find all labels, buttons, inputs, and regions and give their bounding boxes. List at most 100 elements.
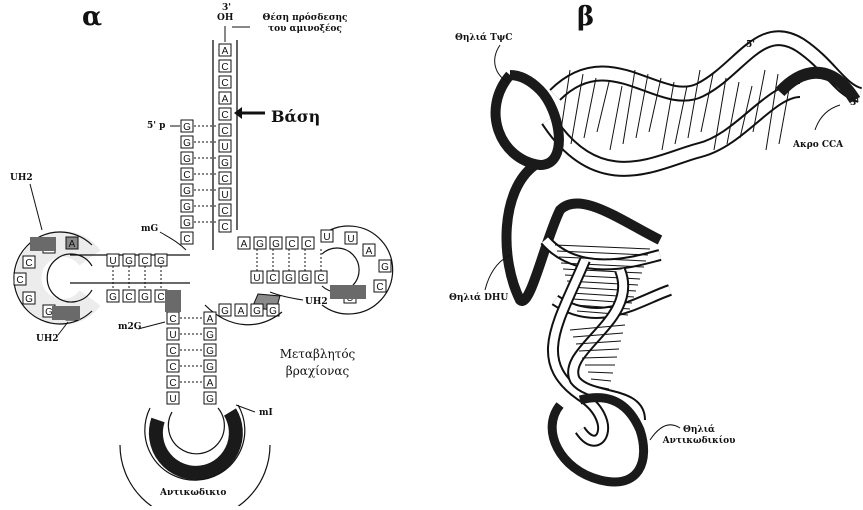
t-stem-top-base-4: C [304, 239, 311, 250]
anticodon-stem-right-base-0: A [207, 314, 214, 325]
d-stem-top-base-0: U [109, 256, 116, 267]
oh-label: OH [217, 13, 233, 24]
acceptor-5p-base-3: C [183, 170, 190, 181]
anticodon-stem-left-base-3: C [169, 362, 176, 373]
anticodon-stem-left-base-4: C [169, 378, 176, 389]
acceptor-5p-base-5: G [183, 202, 191, 213]
anticodon-stem-right-base-3: G [206, 362, 214, 373]
uh2-top-pointer [30, 184, 42, 230]
cca-pointer [815, 105, 840, 130]
d-loop-base-5: G [45, 307, 53, 318]
t-stem-bottom-base-3: G [301, 273, 309, 284]
variable-loop-base-3: G [269, 306, 277, 317]
t-loop-grey [330, 285, 366, 299]
mi-pointer [236, 405, 255, 412]
acceptor-3p-base-3: A [222, 94, 229, 105]
panel-a-label: α [82, 2, 102, 32]
b-three-prime-label: 3' [850, 98, 859, 109]
t-loop-base-4: C [376, 282, 383, 293]
helix-rung-2 [584, 78, 596, 138]
variable-loop-base-1: A [238, 306, 245, 317]
d-stem-top-base-2: C [141, 256, 148, 267]
anticodon-stem-left-base-1: U [169, 330, 176, 341]
dhu-loop-label: Θηλιά DHU [449, 293, 508, 304]
t-loop-label: Θηλιά TψC [455, 33, 512, 44]
m2g-label: m2G [118, 322, 141, 333]
acceptor-3p-base-7: G [221, 158, 229, 169]
anticodon-loop-inner [168, 408, 224, 454]
d-stem-bottom-base-1: C [125, 292, 132, 303]
t-stem-top-base-1: G [256, 239, 264, 250]
d-loop-base-4: G [25, 294, 33, 305]
amino-acid-site-label: Θέση πρόσδεσης του αμινοξέος [250, 13, 360, 35]
m2g-grey [165, 290, 181, 312]
uh2-right-label: UH2 [305, 297, 328, 308]
d-stem-bottom-base-3: C [157, 292, 164, 303]
anticodon-stem-right-base-4: A [207, 378, 214, 389]
d-loop-grey-bottom [52, 306, 80, 320]
acceptor-5p-base-7: C [183, 234, 190, 245]
mi-label: mI [259, 408, 273, 419]
t-stem-bottom-base-1: C [269, 273, 276, 284]
anticodon-stem-right-base-1: G [206, 330, 214, 341]
acceptor-3p-base-1: C [221, 62, 228, 73]
acceptor-3p-base-0: A [222, 46, 229, 57]
acceptor-3p-base-8: C [221, 174, 228, 185]
d-stem-bottom-base-0: G [109, 292, 117, 303]
lower-rung-0 [555, 245, 650, 249]
acceptor-5p-base-2: G [183, 154, 191, 165]
anticodon-stem-left-base-5: U [169, 394, 176, 405]
helix-rung-4 [610, 86, 622, 150]
panel-b-label: β [577, 2, 594, 32]
helix-rung-3 [597, 82, 609, 132]
acceptor-3p-base-9: U [221, 190, 228, 201]
t-stem-bottom-base-4: C [317, 273, 324, 284]
acceptor-3p-base-4: C [221, 110, 228, 121]
d-loop-band [29, 244, 90, 312]
d-loop-grey-top [30, 237, 56, 251]
t-loop-base-1: U [347, 234, 354, 245]
uh2-top-label: UH2 [10, 173, 33, 184]
anticodon-loop-label: Θηλιά Αντικωδικίου [654, 425, 744, 447]
anticodon-rung-7 [591, 379, 611, 381]
t-loop-base-0: U [323, 232, 330, 243]
anticodon-stem-left-base-0: C [169, 314, 176, 325]
d-loop-base-2: C [25, 258, 32, 269]
amino-site-line-2: του αμινοξέος [250, 24, 360, 35]
acceptor-3p-base-10: C [221, 206, 228, 217]
t-loop-base-2: A [366, 246, 373, 257]
uh2-bottom-label: UH2 [36, 334, 59, 345]
variable-arm-line-2: βραχίονας [265, 363, 370, 380]
d-stem-top-base-3: G [157, 256, 165, 267]
dhu-loop-shape [506, 165, 660, 301]
acceptor-3p-base-5: C [221, 126, 228, 137]
acceptor-3p-base-2: C [221, 78, 228, 89]
acceptor-5p-base-1: G [183, 138, 191, 149]
acceptor-5p-base-0: G [183, 122, 191, 133]
anticodon-stem-right-base-5: G [206, 394, 214, 405]
acceptor-5p-base-6: G [183, 218, 191, 229]
amino-site-line-1: Θέση πρόσδεσης [250, 13, 360, 24]
variable-loop-base-2: G [253, 306, 261, 317]
anticodon-label: Αντικωδικιο [160, 488, 226, 499]
variable-arm-label: Μεταβλητός βραχίονας [265, 346, 370, 380]
variable-loop-base-0: G [221, 306, 229, 317]
anticodon-loop-line-2: Αντικωδικίου [654, 436, 744, 447]
base-arrowhead [234, 107, 242, 119]
helix-rung-10 [688, 70, 700, 138]
t-stem-top-base-3: C [288, 239, 295, 250]
t-stem-bottom-base-2: G [285, 273, 293, 284]
anticodon-rung-4 [582, 357, 617, 358]
mg-label: mG [141, 224, 158, 235]
t-loop-base-3: G [381, 262, 389, 273]
anticodon-stem-right-base-2: G [206, 346, 214, 357]
anticodon-stem-left-base-2: C [169, 346, 176, 357]
d-loop-base-0: A [69, 239, 76, 250]
d-loop-base-3: C [16, 275, 23, 286]
t-stem-bottom-base-0: U [253, 273, 260, 284]
d-stem-bottom-base-2: G [141, 292, 149, 303]
t-stem-top-base-0: A [241, 239, 248, 250]
b-five-prime-label: 5' [746, 40, 755, 51]
d-stem-top-base-1: G [125, 256, 133, 267]
